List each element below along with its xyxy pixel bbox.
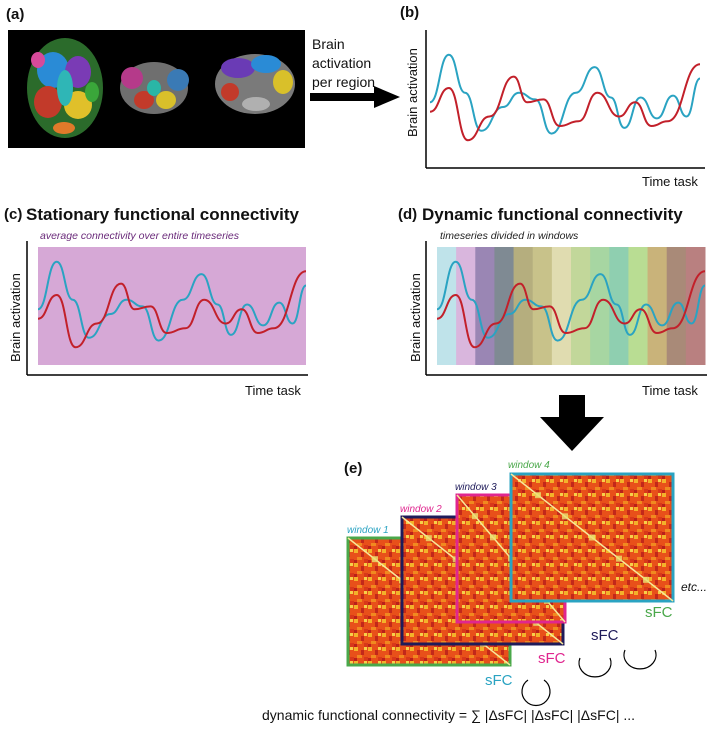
window-band xyxy=(647,247,668,365)
panel-d-label: (d) xyxy=(398,206,418,223)
arrow-label-line-1: Brain xyxy=(312,36,345,52)
red-series-line xyxy=(436,270,706,349)
etc-label: etc... xyxy=(681,580,708,594)
matrix-stack xyxy=(346,472,675,667)
window-band xyxy=(494,247,515,365)
arc-2 xyxy=(578,657,612,678)
window-4-label: window 4 xyxy=(508,460,550,471)
window-1-label: window 1 xyxy=(347,525,389,536)
red-series-line xyxy=(37,270,307,349)
window-band xyxy=(666,247,687,365)
right-arrow-icon xyxy=(310,86,400,108)
window-band xyxy=(513,247,534,365)
chart-c-ylabel: Brain activation xyxy=(8,273,23,362)
window-band xyxy=(551,247,572,365)
sfc-label-1: sFC xyxy=(485,672,513,689)
window-band xyxy=(685,247,706,365)
matrix-window-1 xyxy=(509,472,675,603)
sfc-label-2: sFC xyxy=(538,650,566,667)
panel-c-label: (c) xyxy=(4,206,23,223)
stationary-background xyxy=(38,247,306,365)
dfc-formula: dynamic functional connectivity = ∑ |ΔsF… xyxy=(262,707,636,723)
chart-c-xlabel: Time task xyxy=(245,383,301,398)
arrow-label-line-2: activation xyxy=(312,55,372,71)
sfc-label-3: sFC xyxy=(591,627,619,644)
window-band xyxy=(628,247,649,365)
brain-slices-drawing xyxy=(27,38,295,138)
window-3-label: window 3 xyxy=(455,482,497,493)
window-2-label: window 2 xyxy=(400,504,442,515)
panel-c-subtitle: average connectivity over entire timeser… xyxy=(40,230,240,242)
panel-d-title: Dynamic functional connectivity xyxy=(422,205,683,224)
chart-d-ylabel: Brain activation xyxy=(408,273,423,362)
panel-e-label: (e) xyxy=(344,460,363,477)
delta-arcs xyxy=(521,649,657,707)
window-band xyxy=(590,247,610,365)
sfc-label-4: sFC xyxy=(645,604,673,621)
chart-b-xlabel: Time task xyxy=(642,174,698,189)
down-arrow-icon xyxy=(540,395,604,451)
red-series-line xyxy=(429,63,701,142)
window-band xyxy=(571,247,591,365)
chart-b-ylabel: Brain activation xyxy=(405,48,420,137)
arrow-label-line-3: per region xyxy=(312,74,376,90)
panel-d-subtitle: timeseries divided in windows xyxy=(440,230,579,242)
chart-c xyxy=(26,241,308,376)
arc-3 xyxy=(623,649,657,670)
blue-series-line xyxy=(429,53,701,135)
panel-c-title: Stationary functional connectivity xyxy=(26,205,299,224)
blue-series-line xyxy=(436,260,706,342)
chart-d xyxy=(425,241,707,376)
arrow-label: Brain activation per region xyxy=(312,35,375,92)
panel-b-label: (b) xyxy=(400,4,420,21)
chart-d-xlabel: Time task xyxy=(642,383,698,398)
arc-1 xyxy=(521,679,551,707)
connectivity-matrices xyxy=(346,472,675,667)
window-band xyxy=(456,247,476,365)
brain-scan-image xyxy=(8,30,305,148)
chart-b xyxy=(425,30,705,169)
window-band xyxy=(475,247,495,365)
panel-a-label: (a) xyxy=(6,6,25,23)
blue-series-line xyxy=(37,260,307,342)
